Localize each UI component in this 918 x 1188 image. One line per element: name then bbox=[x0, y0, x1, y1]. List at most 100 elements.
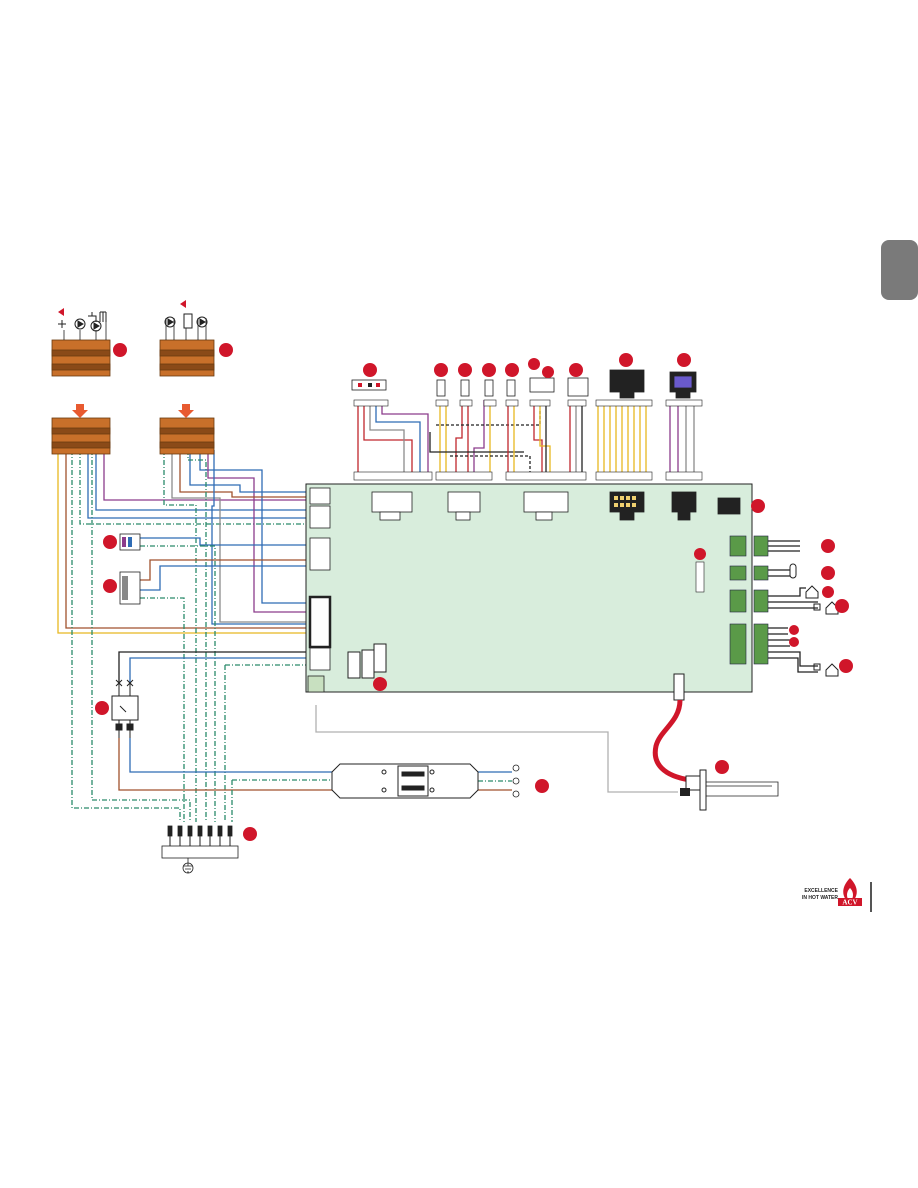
wire-blue-7 bbox=[140, 566, 306, 590]
callout-dot bbox=[363, 363, 377, 377]
top-switch-2 bbox=[461, 380, 469, 396]
logo-brand: ACV bbox=[842, 899, 857, 907]
house-icon bbox=[826, 664, 838, 676]
fuse-1 bbox=[348, 652, 360, 678]
wire-green-dash-4 bbox=[164, 450, 196, 822]
wire-brown-2 bbox=[180, 450, 306, 497]
callout-dot bbox=[458, 363, 472, 377]
callout-dot bbox=[789, 625, 799, 635]
callout-dot bbox=[839, 659, 853, 673]
wire-blue-9 bbox=[130, 738, 340, 772]
top-switch-4 bbox=[507, 380, 515, 396]
callout-dot bbox=[103, 535, 117, 549]
filter-terminals bbox=[513, 765, 519, 797]
board-plug-2 bbox=[448, 492, 480, 512]
wire-red-6 bbox=[534, 400, 542, 472]
top-switch-3 bbox=[485, 380, 493, 396]
board-plug-6 bbox=[718, 498, 740, 514]
top-plug-2 bbox=[530, 378, 554, 392]
wire-brown-4 bbox=[119, 738, 340, 790]
down-arrow-2 bbox=[178, 404, 194, 418]
wire-green-dash-6 bbox=[140, 546, 215, 822]
radiator-icon bbox=[100, 312, 106, 322]
callout-dot bbox=[243, 827, 257, 841]
wire-green-dash-7 bbox=[140, 598, 184, 822]
acv-logo: ACV bbox=[838, 878, 872, 912]
callout-dot bbox=[751, 499, 765, 513]
tap-icon bbox=[58, 320, 66, 328]
down-arrows bbox=[72, 404, 194, 418]
grey-loom bbox=[686, 404, 694, 472]
logo-tagline: EXCELLENCE IN HOT WATER bbox=[786, 888, 838, 902]
wire-green-dash-9 bbox=[232, 780, 340, 822]
pump-icon bbox=[91, 321, 101, 331]
plug-green-2 bbox=[754, 566, 768, 580]
wire-blue-2 bbox=[88, 450, 306, 518]
top-switch-1 bbox=[437, 380, 445, 396]
orange-connector-3 bbox=[52, 418, 110, 454]
wire-grey-3 bbox=[370, 400, 404, 472]
wire-purple-2 bbox=[208, 450, 306, 612]
fuse-3 bbox=[374, 644, 386, 672]
callout-dot bbox=[694, 548, 706, 560]
orange-connector-2 bbox=[160, 340, 214, 376]
wire-purple-3 bbox=[382, 400, 428, 472]
top-left-symbols bbox=[58, 300, 207, 340]
board-connector-4 bbox=[310, 597, 330, 647]
board-connector-2 bbox=[310, 506, 330, 528]
wire-yellow-1 bbox=[58, 450, 306, 633]
wire-green-dash-8 bbox=[225, 665, 306, 822]
terminal-green-1 bbox=[730, 536, 746, 556]
terminal-green-4 bbox=[730, 624, 746, 664]
wire-green-dash-3 bbox=[92, 450, 190, 822]
callout-dot bbox=[542, 366, 554, 378]
top-components bbox=[352, 370, 696, 398]
plug-green-4 bbox=[754, 624, 768, 664]
board-ground-tab bbox=[308, 676, 324, 692]
ignition-connector bbox=[674, 674, 684, 700]
wire-blue-6 bbox=[140, 538, 306, 545]
wire-green-dash-1 bbox=[80, 450, 306, 524]
house-icon bbox=[806, 586, 818, 598]
pump-icon bbox=[197, 317, 207, 327]
wire-right-2 bbox=[768, 570, 790, 576]
callout-dot bbox=[619, 353, 633, 367]
ground-icon bbox=[183, 858, 193, 873]
board-connector-1 bbox=[310, 488, 330, 504]
callout-dot bbox=[789, 637, 799, 647]
warning-arrow-icon bbox=[180, 300, 186, 308]
main-switch bbox=[112, 680, 138, 738]
wire-blue-5 bbox=[212, 450, 306, 624]
wire-right-1 bbox=[768, 541, 800, 551]
wire-red-2 bbox=[364, 400, 412, 472]
ground-bar bbox=[162, 826, 238, 873]
plug-green-3 bbox=[754, 590, 768, 612]
tap-icon bbox=[88, 312, 96, 322]
down-arrow-1 bbox=[72, 404, 88, 418]
callout-dot bbox=[103, 579, 117, 593]
callout-dot bbox=[505, 363, 519, 377]
orange-connector-1 bbox=[52, 340, 110, 376]
callout-dot bbox=[528, 358, 540, 370]
wire-black-3 bbox=[430, 432, 524, 452]
top-plug-3 bbox=[568, 378, 588, 396]
mains-filter bbox=[332, 764, 478, 798]
orange-connectors bbox=[52, 340, 214, 454]
logo-tagline-2: IN HOT WATER bbox=[786, 895, 838, 902]
ignition-electrode bbox=[700, 770, 706, 810]
pump-icon bbox=[75, 319, 85, 329]
callout-dot bbox=[569, 363, 583, 377]
wire-purple-4 bbox=[474, 400, 484, 472]
wire-brown-3 bbox=[140, 560, 306, 580]
wire-black-2 bbox=[436, 410, 540, 425]
callout-dot bbox=[95, 701, 109, 715]
callout-dot bbox=[835, 599, 849, 613]
wire-black-1 bbox=[119, 652, 306, 682]
callout-dot bbox=[434, 363, 448, 377]
wire-blue-8 bbox=[130, 658, 306, 682]
callout-dot bbox=[219, 343, 233, 357]
wire-grey-1 bbox=[172, 450, 306, 622]
callout-dot bbox=[715, 760, 729, 774]
thermostat-icon bbox=[790, 564, 796, 578]
